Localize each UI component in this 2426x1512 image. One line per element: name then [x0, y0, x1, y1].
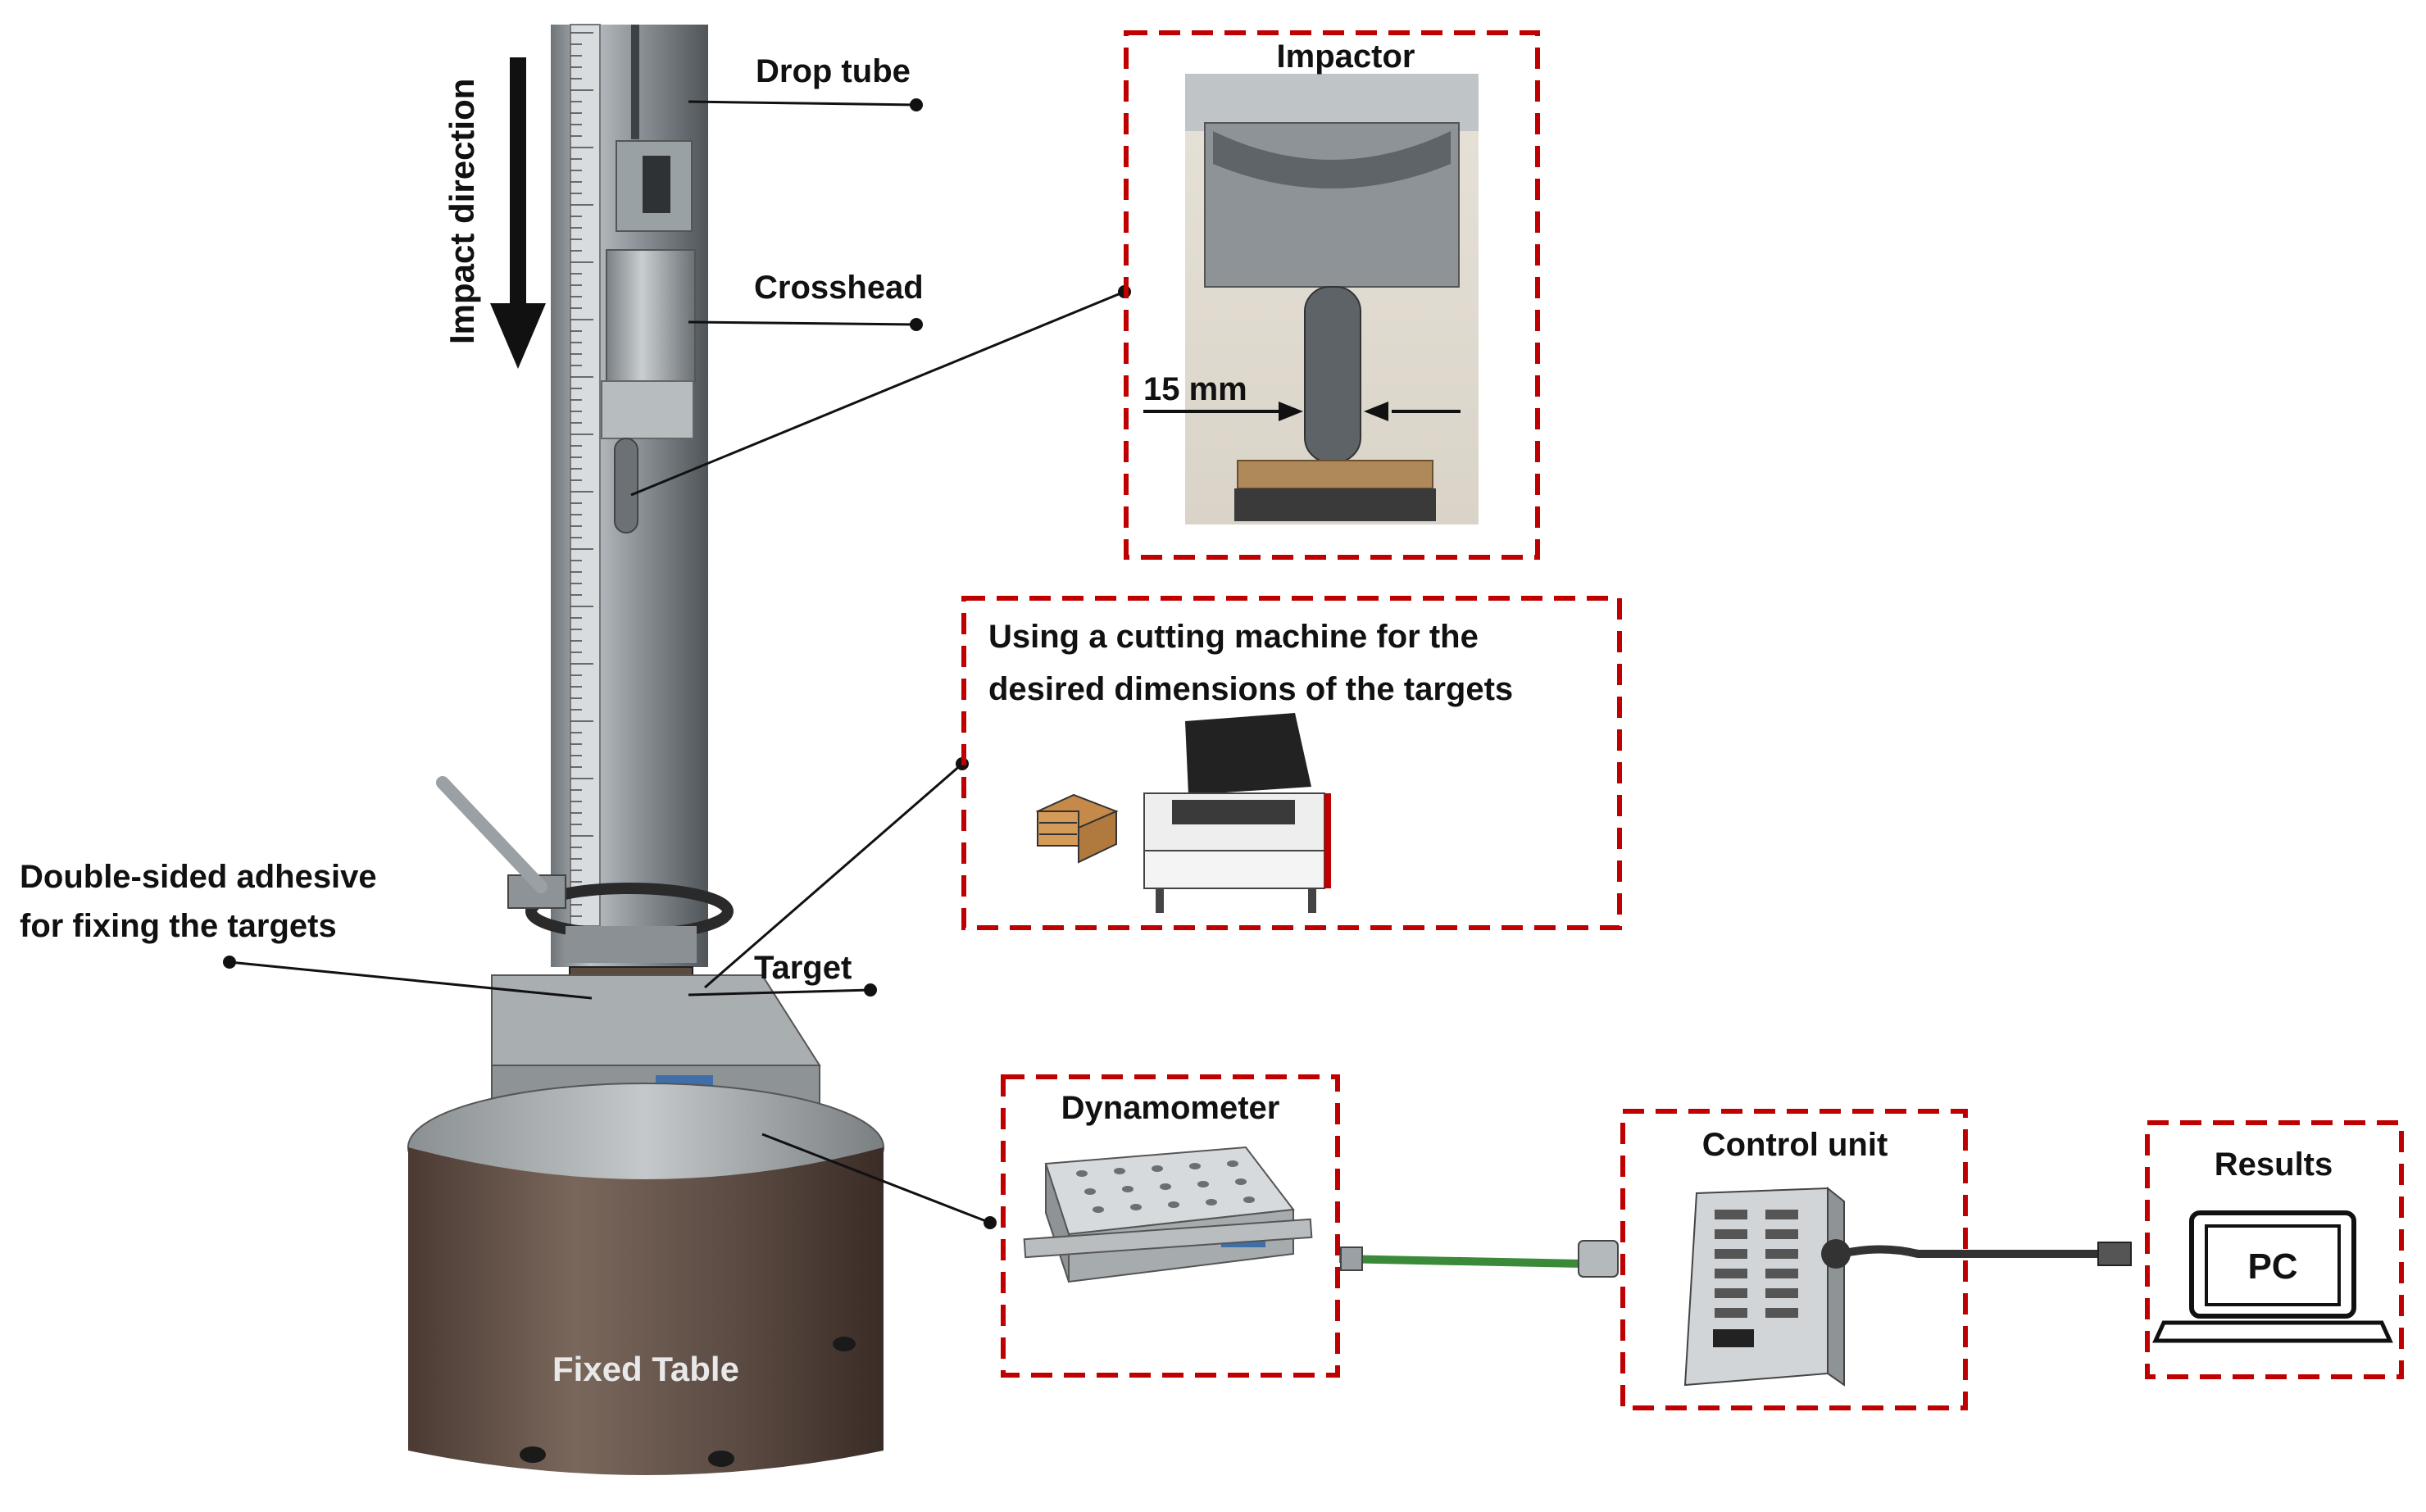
- results-box: [2145, 1120, 2404, 1379]
- results-label: Results: [2215, 1146, 2333, 1183]
- crosshead-label: Crosshead: [754, 270, 924, 306]
- cutting-callout: [704, 762, 963, 989]
- dark-cable: [1848, 1242, 2132, 1266]
- adhesive-label-line1: Double-sided adhesive: [20, 859, 377, 895]
- pc-label: PC: [2247, 1246, 2297, 1287]
- diameter-label: 15 mm: [1143, 371, 1247, 407]
- impactor-label: Impactor: [1277, 39, 1415, 75]
- adhesive-callout: [229, 960, 593, 1000]
- ruler-ticks: [570, 32, 593, 917]
- striker-rod-shape: [614, 438, 638, 534]
- fixed-table-label: Fixed Table: [552, 1350, 739, 1388]
- dynamometer-box: [1001, 1074, 1340, 1378]
- impactor-rod-shape: [1304, 286, 1361, 463]
- control-unit-box: [1620, 1109, 1968, 1410]
- target-callout: [688, 988, 871, 997]
- laptop-screen-inner: [2205, 1224, 2341, 1306]
- crosshead-callout: [688, 320, 917, 326]
- laptop-base: [2152, 1320, 2393, 1343]
- ruler-shape: [570, 24, 601, 927]
- laser-cutter-icon: [1143, 713, 1331, 913]
- control-unit-panel: [1620, 1109, 1968, 1410]
- fixed-table-shape: [408, 1147, 884, 1475]
- dynamometer-label: Dynamometer: [1061, 1090, 1280, 1126]
- impact-direction-label: Impact direction: [443, 79, 481, 344]
- impactor-box: [1124, 30, 1540, 560]
- cutting-label-line2: desired dimensions of the targets: [988, 671, 1513, 707]
- impactor-panel: [1124, 30, 1540, 560]
- callout-lines: [229, 100, 1125, 1224]
- cutting-box: [961, 596, 1622, 930]
- control-unit-shape: [1683, 1187, 1829, 1387]
- cutting-label-line1: Using a cutting machine for the: [988, 619, 1479, 655]
- control-unit-buttons: [1715, 1210, 1798, 1318]
- adhesive-label-line2: for fixing the targets: [20, 908, 337, 944]
- crosshead-shape: [606, 249, 696, 382]
- fixture-plate-shape: [491, 974, 821, 1066]
- drop-tube-label: Drop tube: [756, 53, 911, 89]
- impact-direction-arrow: [490, 57, 546, 369]
- cutting-panel: [961, 596, 1622, 930]
- dynamometer-callout: [761, 1133, 991, 1224]
- results-panel: [2145, 1120, 2404, 1379]
- drop-tower: [407, 24, 884, 1475]
- target-label: Target: [754, 950, 852, 986]
- green-cable: [1338, 1240, 1619, 1278]
- wood-stack-icon: [1035, 793, 1119, 864]
- drop-tube-callout: [688, 100, 917, 107]
- impactor-callout: [630, 290, 1125, 497]
- impactor-sample-shape: [1237, 460, 1433, 489]
- dynamometer-panel: [1001, 1074, 1340, 1378]
- laptop-screen-outer: [2189, 1210, 2356, 1319]
- control-unit-label: Control unit: [1702, 1127, 1888, 1163]
- dynamometer-holes: [1076, 1160, 1255, 1213]
